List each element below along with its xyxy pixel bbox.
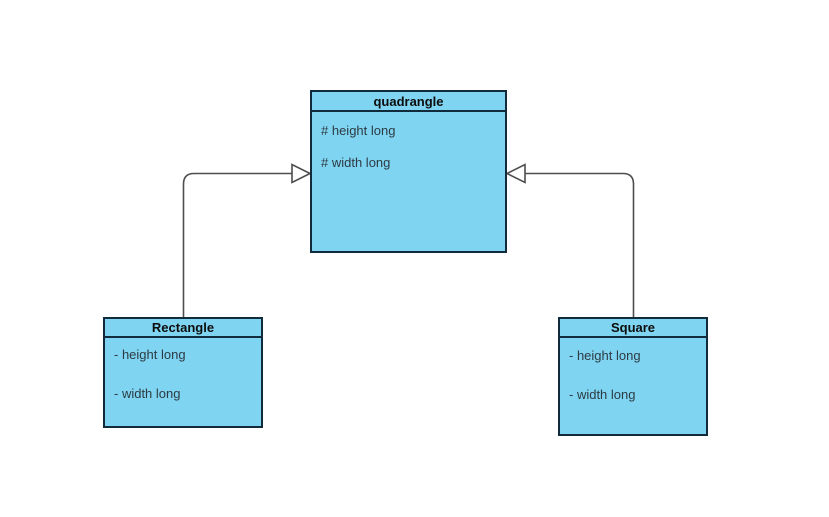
class-attribute: # height long <box>321 123 396 138</box>
class-title: quadrangle <box>312 92 505 112</box>
edge-line[interactable] <box>182 172 293 318</box>
class-attribute: # width long <box>321 155 391 170</box>
class-attribute: - height long <box>114 347 186 362</box>
class-attributes-section: - height long - width long <box>560 338 706 412</box>
class-title: Rectangle <box>105 319 261 338</box>
class-attribute: - width long <box>569 387 636 402</box>
generalization-arrowhead-icon <box>291 163 312 184</box>
generalization-arrowhead-icon <box>505 163 526 184</box>
class-node-rectangle[interactable]: Rectangle - height long - width long <box>103 317 263 428</box>
generalization-edge-rectangle-to-quadrangle[interactable] <box>182 163 312 318</box>
generalization-edge-square-to-quadrangle[interactable] <box>505 163 635 318</box>
class-attribute: - width long <box>114 386 181 401</box>
class-attributes-section: # height long # width long <box>312 112 505 181</box>
edge-line[interactable] <box>525 172 635 318</box>
class-title: Square <box>560 319 706 338</box>
class-node-square[interactable]: Square - height long - width long <box>558 317 708 436</box>
class-node-quadrangle[interactable]: quadrangle # height long # width long <box>310 90 507 253</box>
class-attribute: - height long <box>569 348 641 363</box>
class-attributes-section: - height long - width long <box>105 338 261 410</box>
